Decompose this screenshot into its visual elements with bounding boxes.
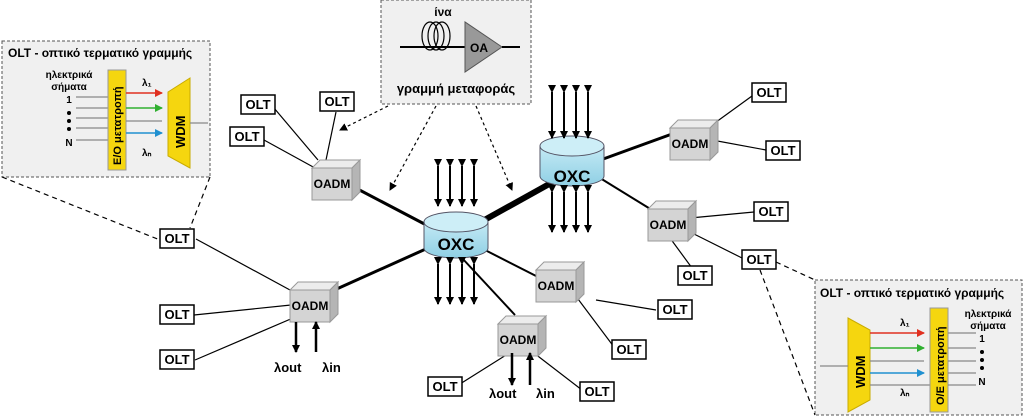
signals-label: ηλεκτρικά [965,309,1013,320]
oadm-node: OADM [534,260,586,304]
olt-label: OLT [234,129,259,144]
row-first-label: 1 [979,334,985,345]
olt-box: OLT [741,249,777,270]
amplifier-label: OA [470,41,488,55]
row-first-label: 1 [66,95,72,106]
olt-label: OLT [432,379,457,394]
olt-label: OLT [746,252,771,267]
signals-label: σήματα [970,321,1006,332]
olt-label: OLT [164,307,189,322]
oadm-node: OADM [288,280,340,324]
callout-pointers [339,105,513,191]
callout-leader-right [759,261,816,416]
oadm-nodes: OADM OADM OADM OADM OADM OADM [288,118,720,358]
row-last-label: N [65,138,72,149]
olt-box: OLT [579,381,615,402]
olt-label: OLT [164,352,189,367]
oadm-label: OADM [500,333,537,347]
lambda-n-label: λₙ [900,388,910,399]
olt-label: OLT [616,342,641,357]
fiber-coil-icon [421,21,451,51]
fiber-label: ίνα [434,5,452,19]
optical-amplifier-icon [464,21,503,73]
olt-label: OLT [245,97,270,112]
links [193,95,767,391]
olt-label: OLT [584,384,609,399]
oadm-node: OADM [668,118,720,162]
olt-label: OLT [682,268,707,283]
olt-box: OLT [427,376,463,397]
olt-label: OLT [164,231,189,246]
lambda-n-label: λₙ [142,148,152,159]
callout-leader-left [1,176,211,241]
olt-box: OLT [159,304,195,325]
olt-box: OLT [159,228,195,249]
lambda-out-label: λout [489,386,517,401]
oxc-port-arrows [434,85,592,305]
oadm-node: OADM [646,199,698,243]
row-last-label: N [978,377,985,388]
olt-label: OLT [324,94,349,109]
oadm-label: OADM [672,137,709,151]
callout-title: OLT - οπτικό τερματικό γραμμής [8,46,192,60]
link-oxc-oadm-right-top [594,132,673,164]
olt-box: OLT [319,91,355,112]
olt-box: OLT [751,82,787,103]
signals-label: ηλεκτρικά [46,70,94,81]
oadm-node: OADM [496,314,548,358]
link-oxc-oadm-right-mid [599,177,653,211]
olt-box: OLT [611,339,647,360]
transmission-line-callout: ίνα OA γραμμή μεταφοράς [380,0,532,105]
olt-box: OLT [159,349,195,370]
oadm-label: OADM [538,279,575,293]
oadm-label: OADM [314,177,351,191]
link-oxc-oadm-center-right [484,249,541,279]
olt-callout-right: OLT - οπτικό τερματικό γραμμής WDM λ₁ λₙ… [814,279,1023,416]
olt-label: OLT [756,85,781,100]
oxc-node-left: OXC [423,211,489,259]
oxc-label: OXC [438,235,475,254]
oe-converter-block [929,307,949,413]
oadm-label: OADM [292,299,329,313]
olt-box: OLT [229,126,265,147]
add-drop-bottom: λout λin [489,352,555,401]
olt-box: OLT [753,201,789,222]
olt-label: OLT [662,302,687,317]
oxc-node-right: OXC [539,135,605,187]
olt-label: OLT [758,204,783,219]
wdm-label: WDM [853,356,868,389]
oadm-label: OADM [650,218,687,232]
callout-title: OLT - οπτικό τερματικό γραμμής [820,286,1004,300]
olt-label: OLT [770,143,795,158]
link-oxc-oadm-left-bottom [329,246,429,294]
transmission-line-label: γραμμή μεταφοράς [397,81,516,96]
olt-callout-left: OLT - οπτικό τερματικό γραμμής ηλεκτρικά… [1,40,211,178]
wdm-demultiplexer-icon [847,317,871,413]
oe-converter-label: Ο/Ε μετατροπή [935,326,947,405]
lambda-out-label: λout [274,360,302,375]
lambda-in-label: λin [322,360,341,375]
link-oxc-oadm-left-top [349,183,433,230]
wdm-label: WDM [173,116,188,149]
oadm-node: OADM [310,158,362,202]
wdm-multiplexer-icon [167,77,191,169]
olt-box: OLT [240,94,276,115]
eo-converter-label: Ε/Ο μετατροπή [112,86,124,165]
add-drop-left: λout λin [274,321,341,375]
lambda-1-label: λ₁ [142,78,152,89]
lambda-1-label: λ₁ [900,318,910,329]
olt-box: OLT [765,140,801,161]
oxc-label: OXC [554,167,591,186]
olt-box: OLT [657,299,693,320]
link-oxc-oadm-bottom [461,257,516,316]
signals-label: σήματα [51,82,87,93]
lambda-in-label: λin [536,386,555,401]
eo-converter-block [107,69,127,171]
olt-box: OLT [677,265,713,286]
